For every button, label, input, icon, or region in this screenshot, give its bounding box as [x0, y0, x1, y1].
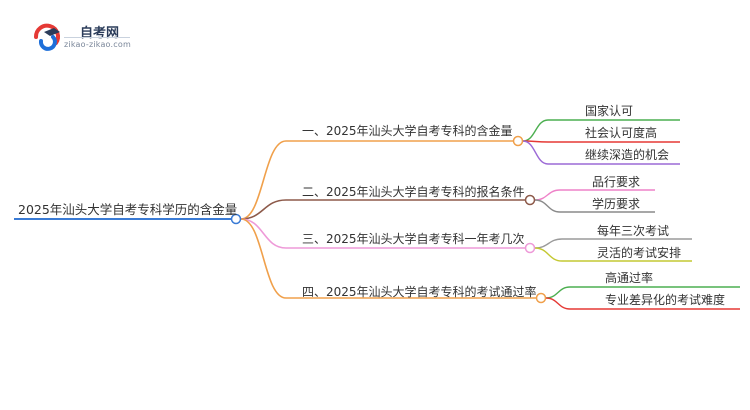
leaf-4-1-label[interactable]: 高通过率 — [605, 271, 654, 285]
edge-branch-2-leaf-1 — [534, 189, 561, 201]
edge-branch-3-leaf-1 — [534, 238, 563, 249]
leaf-2-2-label[interactable]: 学历要求 — [592, 197, 641, 211]
branch-1-collapse-knob[interactable] — [512, 135, 524, 147]
edge-root-branch-2 — [240, 199, 287, 220]
branch-2-label[interactable]: 二、2025年汕头大学自考专科的报名条件 — [302, 185, 525, 199]
edge-root-branch-4 — [240, 218, 287, 299]
edge-root-branch-3 — [240, 218, 287, 249]
branch-4-label[interactable]: 四、2025年汕头大学自考专科的考试通过率 — [302, 285, 537, 299]
edge-branch-4-leaf-2 — [545, 297, 571, 310]
branch-3-label[interactable]: 三、2025年汕头大学自考专科一年考几次 — [302, 232, 525, 246]
leaf-2-1-label[interactable]: 品行要求 — [592, 175, 641, 189]
logo-divider — [64, 37, 130, 38]
leaf-3-1-label[interactable]: 每年三次考试 — [597, 224, 670, 238]
branch-1-label[interactable]: 一、2025年汕头大学自考专科的含金量 — [302, 124, 513, 138]
edge-branch-2-leaf-2 — [534, 199, 561, 213]
leaf-3-2-label[interactable]: 灵活的考试安排 — [597, 246, 682, 260]
branch-2-collapse-knob[interactable] — [524, 194, 536, 206]
edge-root-branch-1 — [240, 140, 287, 220]
root-collapse-knob[interactable] — [230, 213, 242, 225]
edge-branch-1-leaf-3 — [522, 140, 549, 165]
leaf-4-2-label[interactable]: 专业差异化的考试难度 — [605, 293, 726, 307]
leaf-1-1-label[interactable]: 国家认可 — [585, 104, 634, 118]
leaf-1-3-label[interactable]: 继续深造的机会 — [585, 148, 670, 162]
graduation-cap-icon — [33, 23, 60, 51]
edge-branch-1-leaf-1 — [522, 119, 549, 142]
branch-4-collapse-knob[interactable] — [535, 292, 547, 304]
site-logo[interactable] — [30, 20, 140, 60]
leaf-1-2-label[interactable]: 社会认可度高 — [585, 126, 658, 140]
logo-domain: zikao-zikao.com — [64, 40, 131, 49]
edge-branch-4-leaf-1 — [545, 286, 571, 299]
branch-3-collapse-knob[interactable] — [524, 242, 536, 254]
mindmap-root-label[interactable]: 2025年汕头大学自考专科学历的含金量 — [18, 202, 238, 217]
edge-branch-3-leaf-2 — [534, 247, 563, 262]
